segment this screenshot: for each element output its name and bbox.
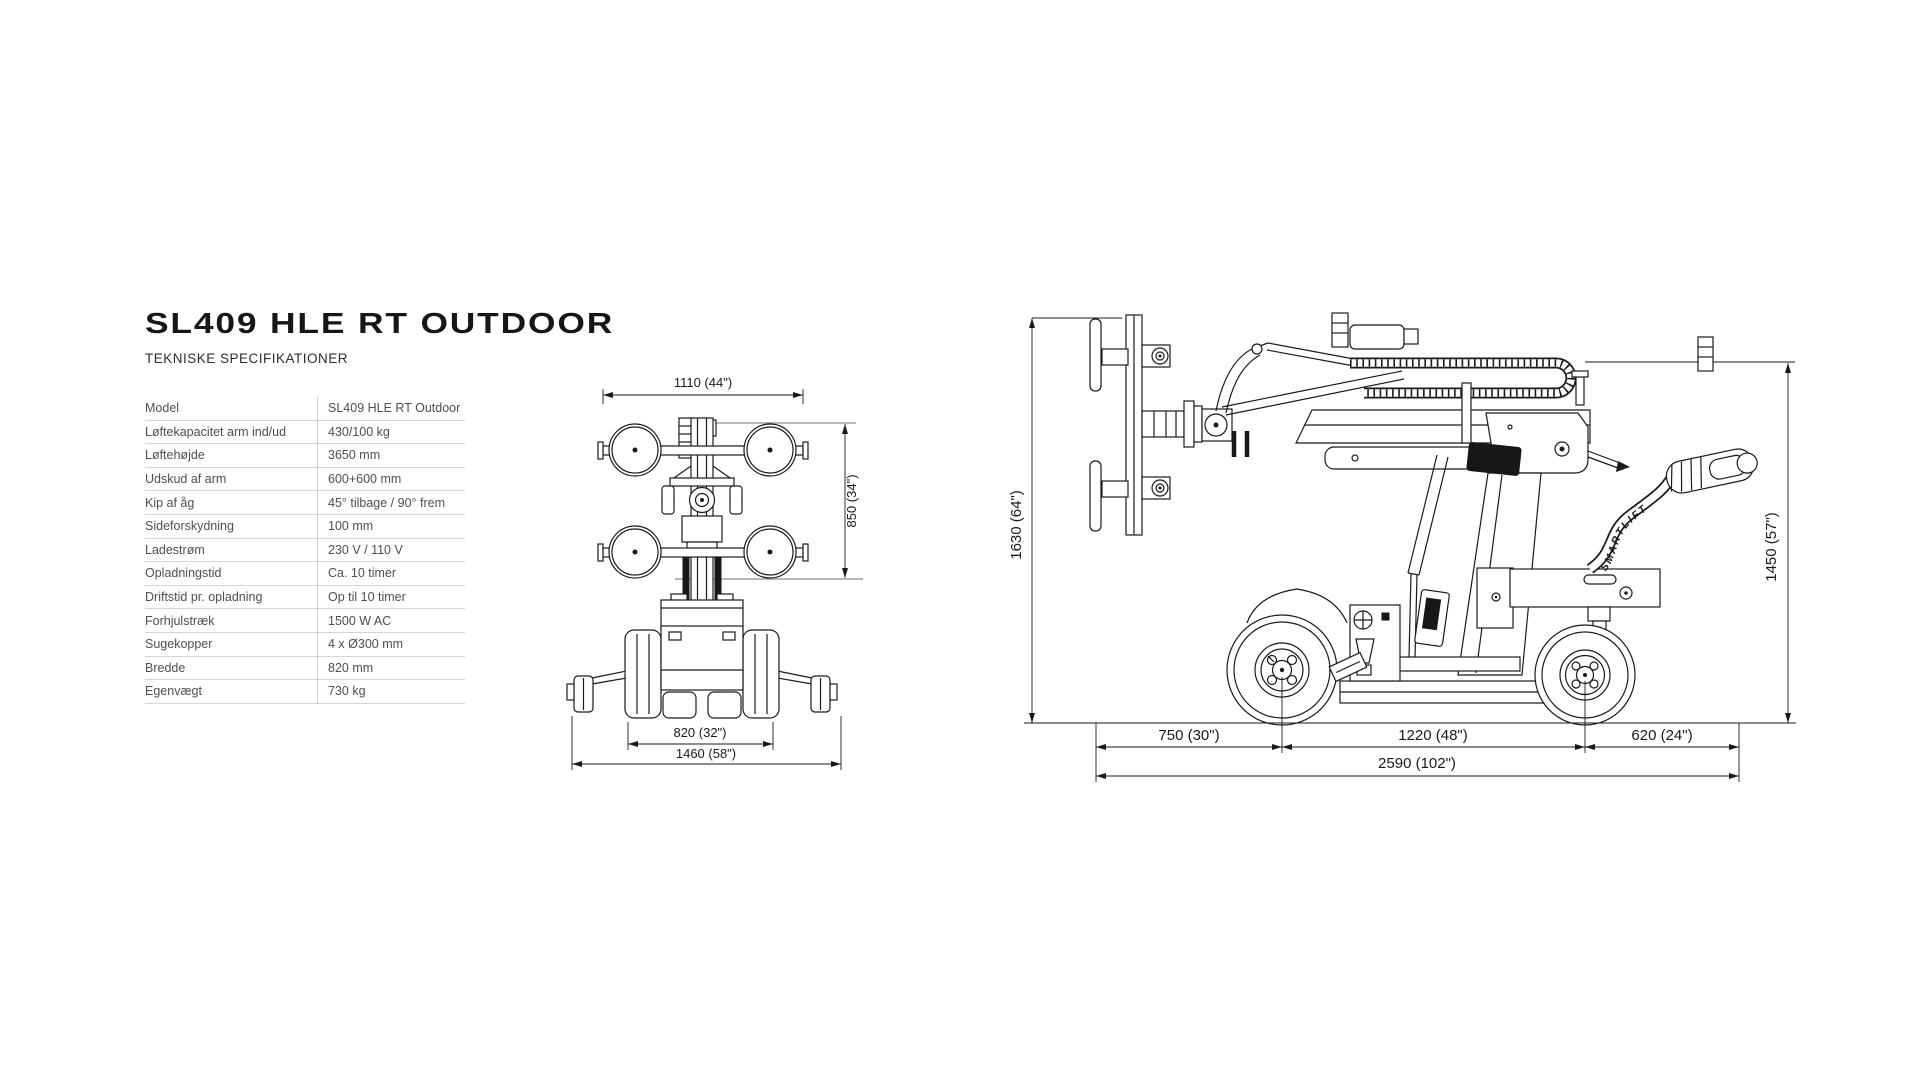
stabilizer-wheel: [566, 675, 594, 713]
table-row: Opladningstid Ca. 10 timer: [145, 562, 465, 586]
front-chassis: [566, 593, 838, 719]
spec-value: Ca. 10 timer: [317, 562, 465, 585]
spec-value: 100 mm: [317, 514, 465, 538]
mast-assembly: [1406, 412, 1630, 676]
dim-height-mast-label: 1630 (64"): [1010, 490, 1025, 560]
table-row: Egenvægt 730 kg: [145, 680, 465, 704]
stabilizer-wheel: [810, 675, 838, 713]
dim-rear-label: 620 (24"): [1631, 727, 1692, 744]
table-row: Udskud af arm 600+600 mm: [145, 467, 465, 492]
control-handle: SMARTLIFT: [1586, 448, 1758, 574]
dim-front-label: 750 (30"): [1158, 727, 1219, 744]
side-view-drawing: 1630 (64") 1450 (57"): [1010, 312, 1796, 782]
front-body-panel: [1246, 588, 1401, 683]
front-mast: [661, 417, 743, 637]
spec-label: Løftekapacitet arm ind/ud: [145, 424, 287, 439]
spec-value: 820 mm: [317, 656, 465, 680]
spec-label: Kip af åg: [145, 495, 195, 510]
table-row: Bredde 820 mm: [145, 656, 465, 681]
dim-width-total-label: 1460 (58"): [676, 746, 736, 761]
dim-wheelbase-label: 1220 (48"): [1398, 727, 1468, 744]
side-pad-frame: [1089, 314, 1203, 536]
page-title: SL409 HLE RT OUTDOOR: [145, 308, 615, 340]
spec-value: 730 kg: [317, 680, 465, 703]
table-row: Løftekapacitet arm ind/ud 430/100 kg: [145, 420, 465, 445]
front-view-drawing: 1110 (44") 850 (34"): [566, 375, 863, 770]
dim-track-label: 820 (32"): [673, 725, 726, 740]
spec-label: Udskud af arm: [145, 472, 227, 487]
spec-value: 4 x Ø300 mm: [317, 632, 465, 656]
boom-arm: [1201, 312, 1714, 470]
dim-height-handle-label: 1450 (57"): [1763, 512, 1780, 582]
table-row: Ladestrøm 230 V / 110 V: [145, 538, 465, 563]
suction-cup: [743, 423, 797, 477]
spec-value: 3650 mm: [317, 444, 465, 467]
cup-crossbars: [597, 441, 809, 562]
spec-value: 600+600 mm: [317, 467, 465, 491]
spec-value: 230 V / 110 V: [317, 538, 465, 562]
table-row: Løftehøjde 3650 mm: [145, 444, 465, 468]
spec-label: Sugekopper: [145, 637, 213, 652]
suction-cup: [608, 423, 662, 477]
table-row: Kip af åg 45° tilbage / 90° frem: [145, 491, 465, 515]
table-row: Driftstid pr. opladning Op til 10 timer: [145, 585, 465, 610]
suction-cup: [608, 525, 662, 579]
table-row: Model SL409 HLE RT Outdoor: [145, 397, 465, 421]
suction-cup: [743, 525, 797, 579]
table-row: Sugekopper 4 x Ø300 mm: [145, 632, 465, 657]
spec-value: 430/100 kg: [317, 420, 465, 444]
spec-label: Egenvægt: [145, 684, 202, 699]
table-row: Sideforskydning 100 mm: [145, 514, 465, 539]
spec-value: 1500 W AC: [317, 609, 465, 632]
spec-value: 45° tilbage / 90° frem: [317, 491, 465, 514]
spec-table: Model SL409 HLE RT Outdoor Løftekapacitet…: [145, 397, 465, 704]
spec-label: Opladningstid: [145, 566, 222, 581]
spec-value: SL409 HLE RT Outdoor: [317, 397, 465, 420]
dim-height-label: 850 (34"): [844, 474, 859, 527]
spec-label: Løftehøjde: [145, 448, 205, 463]
spec-label: Ladestrøm: [145, 542, 205, 557]
spec-label: Model: [145, 401, 180, 416]
dim-width-top-label: 1110 (44"): [674, 375, 732, 390]
page-subtitle: TEKNISKE SPECIFIKATIONER: [145, 351, 349, 366]
rear-wheel: [1534, 624, 1636, 726]
handle-grip: [1665, 448, 1758, 494]
spec-value: Op til 10 timer: [317, 585, 465, 609]
spec-label: Sideforskydning: [145, 519, 234, 534]
spec-label: Driftstid pr. opladning: [145, 590, 263, 605]
spec-label: Bredde: [145, 660, 186, 675]
dim-length-total-label: 2590 (102"): [1378, 755, 1456, 772]
table-row: Forhjulstræk 1500 W AC: [145, 609, 465, 633]
spec-label: Forhjulstræk: [145, 613, 215, 628]
